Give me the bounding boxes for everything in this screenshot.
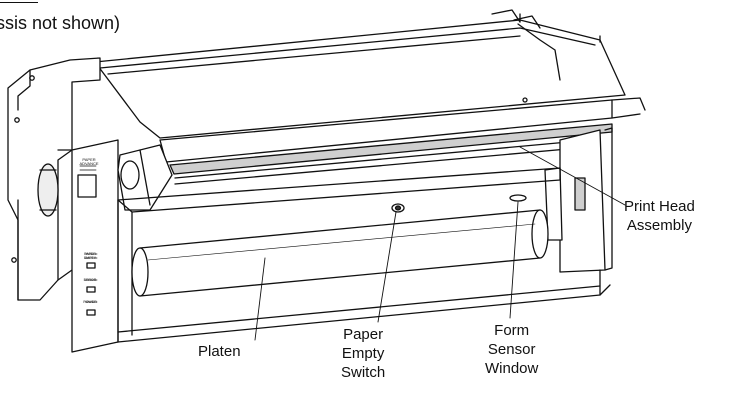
paper-empty-switch bbox=[391, 203, 405, 213]
print-head-bar bbox=[159, 97, 646, 185]
right-side-bracket bbox=[544, 127, 613, 273]
leader-lines bbox=[254, 146, 626, 341]
platen-roller bbox=[131, 209, 549, 297]
panel-title: PAPER ADVANCE bbox=[79, 157, 99, 166]
panel-led-label-paper-empty: PAPER EMPTY bbox=[83, 252, 97, 260]
label-paper-empty-switch: Paper Empty Switch bbox=[341, 326, 386, 381]
form-sensor-window bbox=[509, 194, 527, 202]
heading-underline bbox=[0, 0, 38, 3]
panel-led-label-error: ERROR bbox=[83, 278, 97, 282]
label-platen: Platen bbox=[198, 343, 241, 360]
diagram-caption: ssis not shown) bbox=[0, 13, 121, 33]
panel-led-label-power: POWER bbox=[83, 300, 97, 304]
front-control-panel bbox=[71, 139, 119, 353]
left-side-bracket bbox=[7, 57, 101, 301]
label-form-sensor-window: Form Sensor Window bbox=[485, 322, 539, 377]
label-print-head-assembly: Print Head Assembly bbox=[624, 198, 695, 234]
chassis-frame bbox=[117, 167, 611, 343]
print-head-end-cap bbox=[117, 144, 173, 211]
top-cover bbox=[94, 9, 626, 139]
